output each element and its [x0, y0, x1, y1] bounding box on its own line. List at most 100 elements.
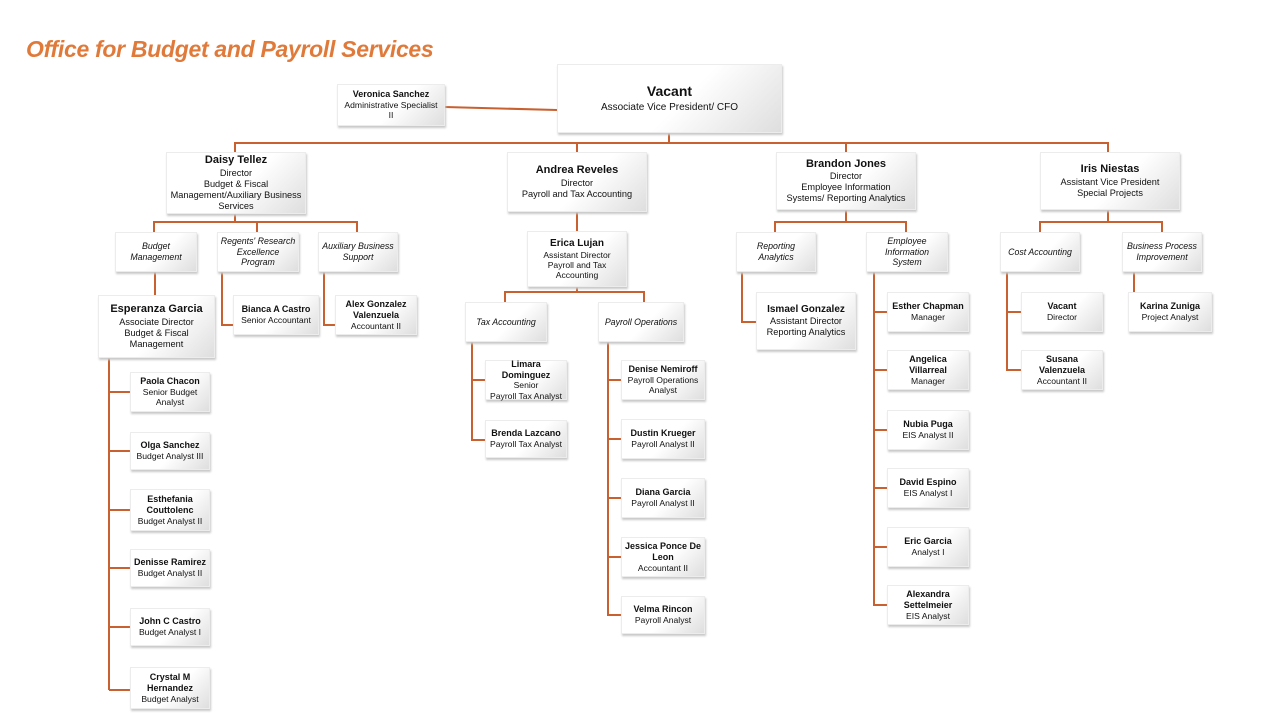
unit-label: Auxiliary Business Support [322, 241, 394, 262]
node-name: Limara Dominguez [501, 358, 551, 380]
node-name: Denise Nemiroff [628, 364, 698, 375]
node-name: Crystal M Hernandez [146, 672, 193, 693]
node-name: Iris Niestas [1080, 163, 1140, 176]
node-name: Vacant [1047, 301, 1077, 312]
node-title: Assistant Director Payroll and Tax Accou… [543, 249, 611, 281]
node-name: Paola Chacon [140, 376, 200, 387]
unit-label: Regents' Research Excellence Program [220, 236, 296, 268]
connector [154, 272, 335, 326]
unit-payroll-operations[interactable]: Payroll Operations [598, 302, 684, 342]
node-title: EIS Analyst II [902, 430, 954, 441]
node-name: Alex Gonzalez Valenzuela [345, 299, 407, 320]
node-title: Senior Accountant [241, 315, 311, 326]
connector [444, 106, 558, 111]
node-title: Director Employee Information Systems/ R… [786, 171, 906, 204]
node-name: Veronica Sanchez [352, 89, 430, 100]
connector [471, 342, 485, 441]
node-title: Budget Analyst [141, 693, 199, 704]
connector [153, 214, 358, 232]
unit-label: Reporting Analytics [756, 241, 796, 262]
connector [234, 133, 1109, 152]
node-name: Daisy Tellez [204, 154, 268, 167]
node-title: Project Analyst [1141, 312, 1199, 323]
node-name: Erica Lujan [550, 237, 604, 249]
node-name: Diana Garcia [635, 487, 691, 498]
node-title: Budget Analyst II [137, 568, 203, 579]
unit-tax-accounting[interactable]: Tax Accounting [465, 302, 547, 342]
connector [774, 210, 907, 232]
connector [607, 342, 621, 616]
node-name: Eric Garcia [904, 536, 952, 547]
node-title: Assistant Director Reporting Analytics [766, 315, 846, 337]
connector [504, 212, 645, 302]
node-title: Administrative Specialist II [344, 100, 438, 121]
unit-reporting-analytics[interactable]: Reporting Analytics [736, 232, 816, 272]
unit-cost-accounting[interactable]: Cost Accounting [1000, 232, 1080, 272]
unit-label: Business Process Improvement [1127, 241, 1197, 262]
unit-auxiliary[interactable]: Auxiliary Business Support [318, 232, 398, 272]
node-title: Assistant Vice President Special Project… [1060, 176, 1160, 198]
connector [108, 358, 130, 691]
node-name: Jessica Ponce De Leon [624, 541, 702, 562]
unit-regents[interactable]: Regents' Research Excellence Program [217, 232, 299, 272]
unit-business-process[interactable]: Business Process Improvement [1122, 232, 1202, 272]
node-title: EIS Analyst [906, 610, 950, 621]
connector [741, 272, 756, 323]
node-title: Payroll Analyst II [631, 439, 695, 450]
node-title: Senior Budget Analyst [142, 387, 198, 408]
node-title: Associate Vice President/ CFO [600, 102, 739, 114]
unit-label: Employee Information System [884, 236, 929, 268]
node-name: Brandon Jones [805, 157, 887, 170]
unit-eis[interactable]: Employee Information System [866, 232, 948, 272]
node-name: Velma Rincon [633, 604, 693, 615]
node-name: David Espino [899, 477, 957, 488]
node-title: Payroll Operations Analyst [627, 375, 699, 396]
node-title: Analyst I [911, 547, 945, 558]
connector [873, 272, 887, 606]
node-title: Manager [911, 312, 945, 323]
node-title: EIS Analyst I [903, 488, 953, 499]
unit-label: Cost Accounting [1008, 246, 1072, 257]
node-title: Budget Analyst I [138, 627, 202, 638]
unit-budget-management[interactable]: Budget Management [115, 232, 197, 272]
node-title: Payroll Tax Analyst [490, 439, 562, 450]
node-name: Denisse Ramirez [133, 557, 207, 568]
node-name: Andrea Reveles [535, 164, 619, 177]
node-title: Accountant II [637, 562, 689, 573]
connector [1039, 210, 1163, 232]
